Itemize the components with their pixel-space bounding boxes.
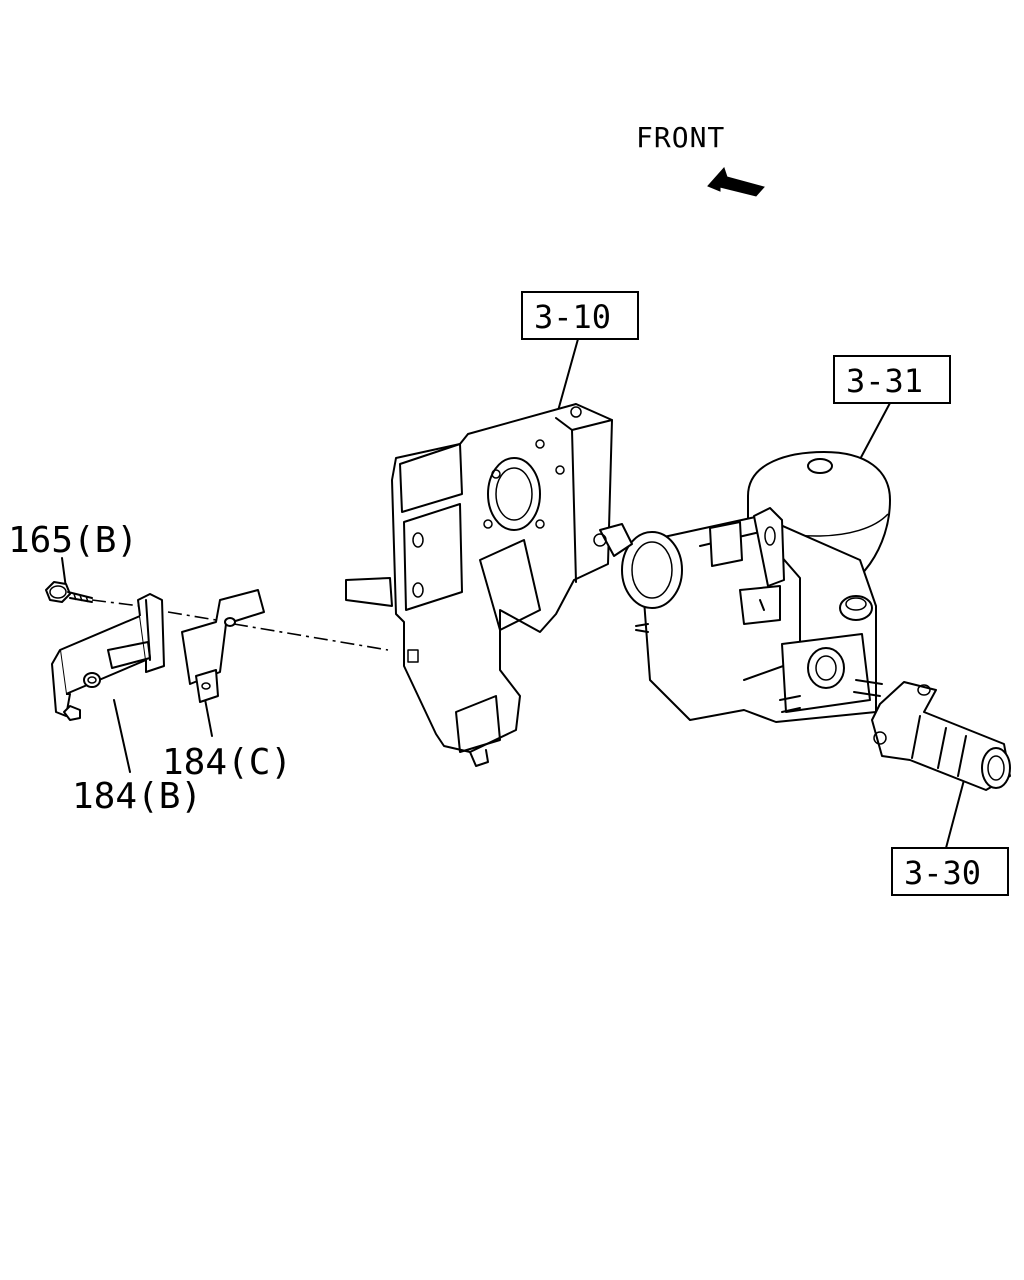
callout-3-10[interactable]: 3-10 (521, 291, 639, 340)
leader-3-31 (857, 402, 891, 464)
brake-booster-3-31[interactable] (593, 451, 891, 723)
bolt-165b[interactable] (45, 581, 93, 603)
callout-text: 3-31 (846, 362, 923, 400)
callout-text: 3-30 (904, 854, 981, 892)
callout-3-30[interactable]: 3-30 (891, 847, 1009, 896)
front-arrow-icon (707, 167, 765, 197)
part-label-165b[interactable]: 165(B) (8, 520, 138, 561)
callout-3-31[interactable]: 3-31 (833, 355, 951, 404)
callout-box (521, 291, 639, 340)
part-label-184c[interactable]: 184(C) (162, 742, 292, 783)
callout-box (891, 847, 1009, 896)
callout-text: 3-10 (534, 298, 611, 336)
bracket-184b[interactable] (51, 593, 165, 721)
part-label-184b[interactable]: 184(B) (72, 776, 202, 817)
leader-184b (113, 699, 131, 773)
hose-fitting-3-30[interactable] (871, 681, 1011, 791)
bracket-184c[interactable] (181, 589, 265, 703)
front-label: FRONT (636, 121, 725, 154)
leader-3-30 (945, 779, 965, 849)
pedal-bracket-3-10[interactable] (345, 403, 613, 767)
callout-box (833, 355, 951, 404)
leader-3-10 (555, 338, 579, 419)
